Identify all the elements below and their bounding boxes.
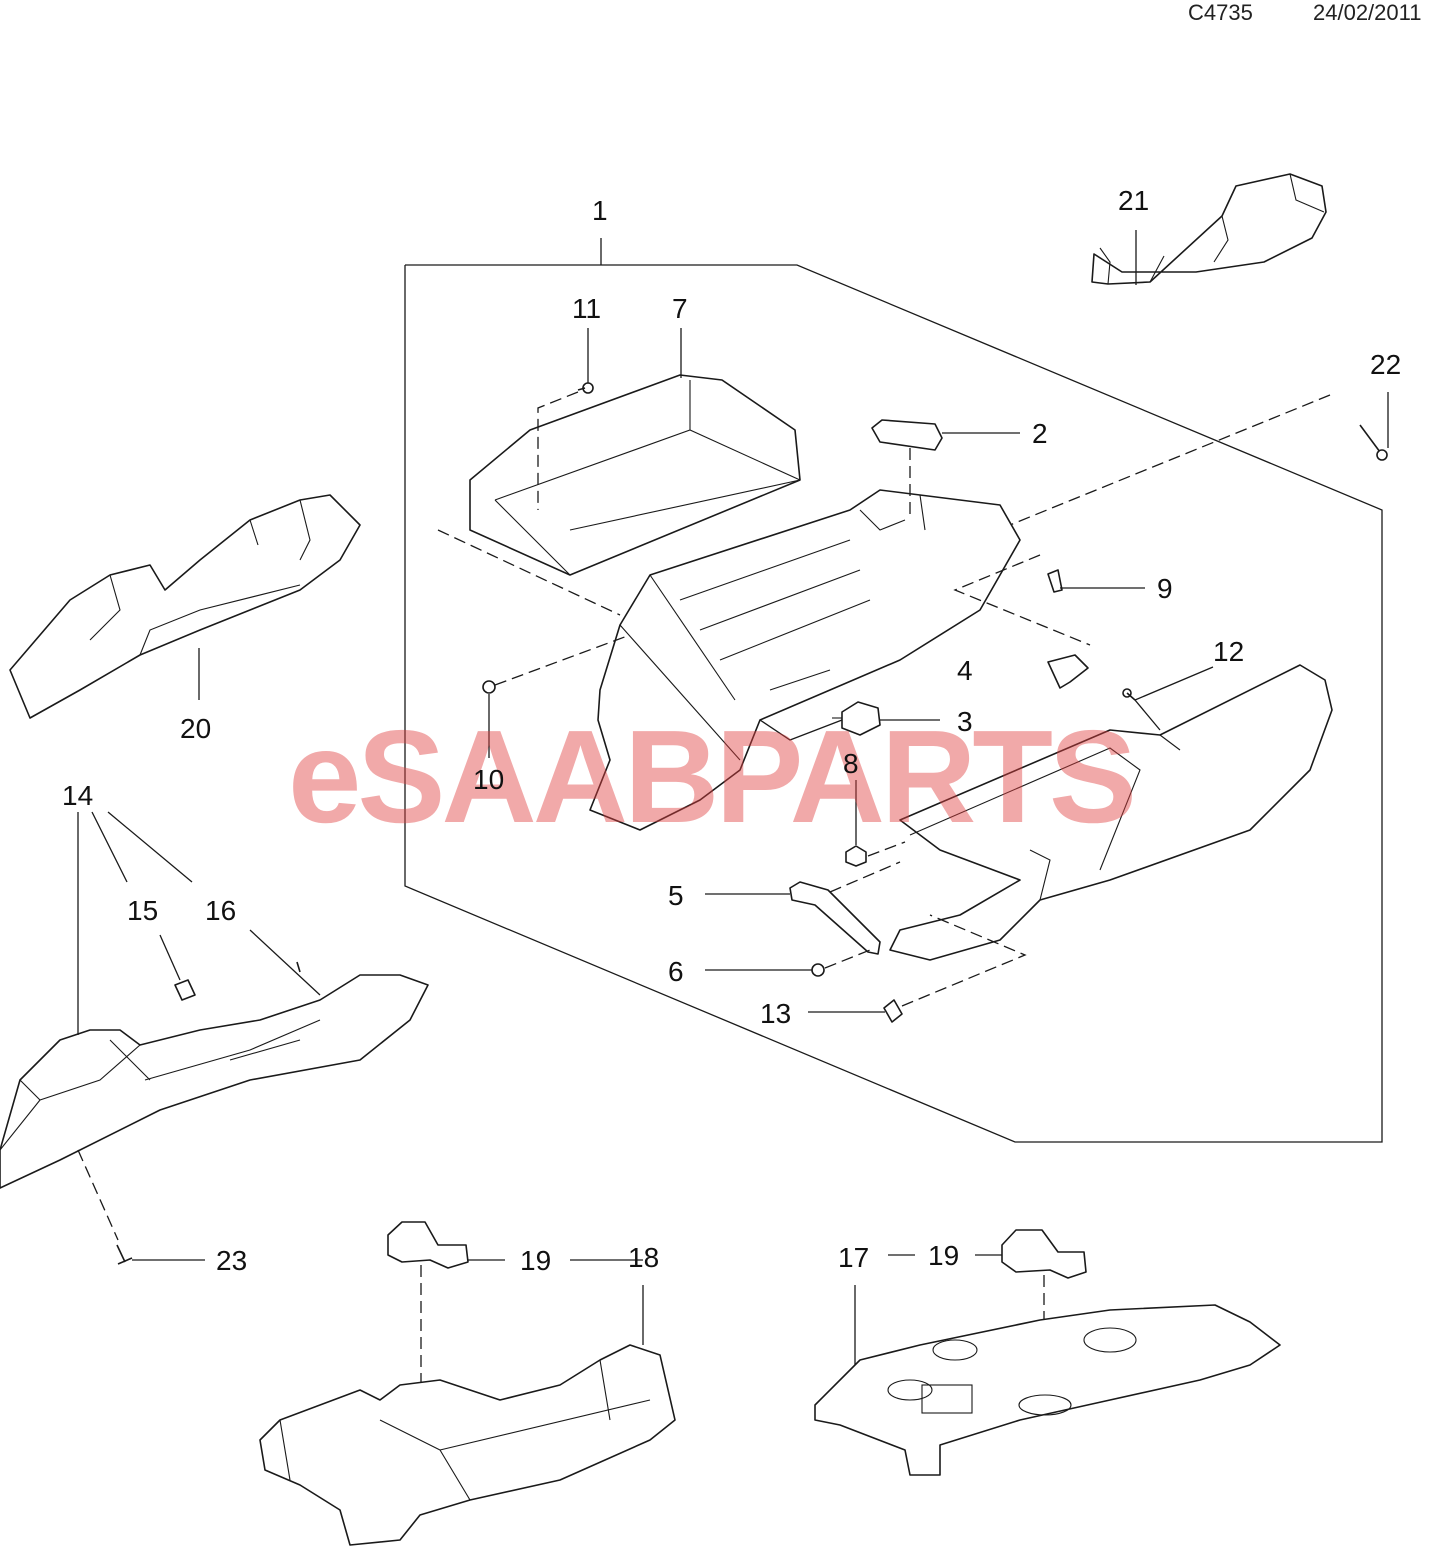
leader-14-15 (91, 811, 128, 883)
dash-22 (1009, 394, 1331, 526)
callout-1: 1 (592, 195, 608, 226)
callout-7: 7 (672, 293, 688, 324)
part-17-tray[interactable] (814, 1304, 1281, 1476)
dash-23 (77, 1149, 119, 1241)
callout-15: 15 (127, 895, 158, 926)
dash-13 (901, 914, 1027, 1007)
dash-7 (437, 529, 621, 616)
part-14-trim-panel[interactable] (0, 974, 429, 1189)
part-18-bracket[interactable] (259, 1344, 676, 1546)
part-8-nut[interactable] (845, 845, 867, 867)
callout-8: 8 (843, 748, 859, 779)
callout-21: 21 (1118, 185, 1149, 216)
callout-11: 11 (572, 293, 601, 324)
part-21-trim[interactable] (1091, 173, 1327, 285)
assembly-frame (404, 264, 1383, 1143)
callout-20: 20 (180, 713, 211, 744)
dash-9 (953, 554, 1091, 646)
callout-23: 23 (216, 1245, 247, 1276)
callout-2: 2 (1032, 418, 1048, 449)
callout-18: 18 (628, 1242, 659, 1273)
dash-11 (537, 391, 579, 510)
callout-4: 4 (957, 655, 973, 686)
diagram-code: C4735 (1188, 0, 1253, 25)
callout-13: 13 (760, 998, 791, 1029)
callout-19-right: 19 (928, 1240, 959, 1271)
callout-19-left: 19 (520, 1245, 551, 1276)
leader-12 (1133, 666, 1214, 731)
dash-5 (829, 861, 901, 893)
diagram-date: 24/02/2011 (1313, 0, 1422, 25)
callout-22: 22 (1370, 349, 1401, 380)
callout-12: 12 (1213, 636, 1244, 667)
callout-9: 9 (1157, 573, 1173, 604)
callout-3: 3 (957, 706, 973, 737)
watermark: eSAABPARTS (288, 703, 1133, 850)
part-16-screw[interactable] (296, 961, 301, 973)
callout-14: 14 (62, 780, 93, 811)
callout-6: 6 (668, 956, 684, 987)
part-4-bracket[interactable] (1047, 654, 1089, 689)
part-15-clip[interactable] (174, 979, 196, 1001)
part-23-screw[interactable] (116, 1244, 133, 1265)
part-11-screw[interactable] (577, 382, 594, 394)
part-12-screw[interactable] (1122, 688, 1136, 701)
part-19-cap-left[interactable] (387, 1221, 469, 1269)
part-3-switch[interactable] (832, 701, 881, 736)
part-22-screw[interactable] (1359, 424, 1388, 461)
part-13-clip[interactable] (883, 999, 903, 1023)
main-housing[interactable] (589, 489, 1021, 831)
callout-10: 10 (473, 764, 504, 795)
dash-10 (494, 634, 631, 686)
callout-16: 16 (205, 895, 236, 926)
callout-17: 17 (838, 1242, 869, 1273)
part-2-latch[interactable] (871, 419, 943, 451)
leader-15 (159, 934, 181, 981)
glovebox-lid[interactable] (889, 664, 1333, 961)
part-9-clip[interactable] (1047, 569, 1063, 593)
dash-6 (824, 949, 871, 969)
part-7-storage-box[interactable] (469, 374, 801, 576)
dash-8 (867, 841, 906, 857)
part-6-washer[interactable] (811, 963, 825, 977)
part-10-nut[interactable] (482, 680, 496, 694)
leader-3b (759, 719, 843, 741)
callout-5: 5 (668, 880, 684, 911)
part-20-trim[interactable] (9, 494, 361, 719)
part-19-cap-right[interactable] (1001, 1229, 1087, 1279)
part-5-damper[interactable] (789, 881, 881, 955)
leader-16 (249, 929, 321, 996)
leader-14-16 (107, 811, 193, 883)
